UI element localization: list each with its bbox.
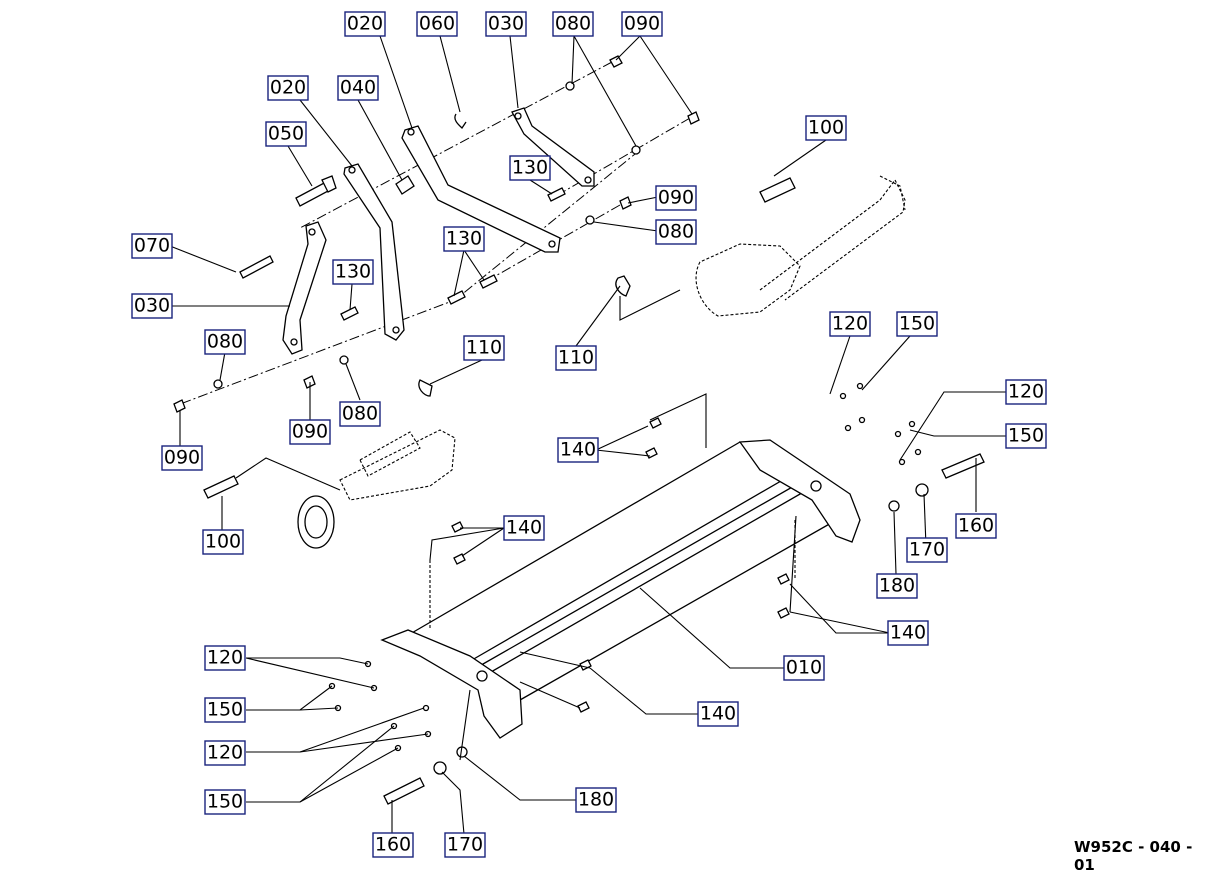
svg-text:150: 150 bbox=[899, 313, 935, 335]
callout-140-center: 140 bbox=[503, 515, 545, 541]
svg-text:100: 100 bbox=[205, 531, 241, 553]
svg-text:080: 080 bbox=[658, 221, 694, 243]
drawing-code: W952C - 040 - 01 bbox=[1074, 838, 1193, 874]
callout-150-top: 150 bbox=[896, 311, 938, 337]
svg-text:090: 090 bbox=[292, 421, 328, 443]
svg-text:080: 080 bbox=[207, 331, 243, 353]
callout-140-upper: 140 bbox=[557, 437, 599, 463]
svg-text:140: 140 bbox=[890, 622, 926, 644]
callout-150-lower-left: 150 bbox=[204, 697, 246, 723]
callout-030-left: 030 bbox=[131, 293, 173, 319]
callout-180-right: 180 bbox=[876, 573, 918, 599]
callout-130-center: 130 bbox=[443, 226, 485, 252]
svg-text:140: 140 bbox=[506, 517, 542, 539]
callout-060: 060 bbox=[416, 11, 458, 37]
svg-text:130: 130 bbox=[446, 228, 482, 250]
lift-arm-020-upper bbox=[401, 125, 561, 253]
callout-120-bottom-left: 120 bbox=[204, 740, 246, 766]
svg-text:070: 070 bbox=[134, 235, 170, 257]
callout-020-top: 020 bbox=[344, 11, 386, 37]
svg-text:180: 180 bbox=[578, 789, 614, 811]
svg-text:120: 120 bbox=[207, 647, 243, 669]
svg-text:120: 120 bbox=[1008, 381, 1044, 403]
callout-090-center: 090 bbox=[289, 419, 331, 445]
svg-text:090: 090 bbox=[624, 13, 660, 35]
svg-text:090: 090 bbox=[658, 187, 694, 209]
leader-lines bbox=[169, 35, 1006, 835]
svg-text:140: 140 bbox=[560, 439, 596, 461]
svg-text:080: 080 bbox=[342, 403, 378, 425]
svg-text:130: 130 bbox=[512, 157, 548, 179]
callout-020-left: 020 bbox=[267, 75, 309, 101]
callout-160-right: 160 bbox=[955, 513, 997, 539]
callout-130-left: 130 bbox=[332, 259, 374, 285]
link-030-upper bbox=[511, 107, 595, 187]
callout-110-center: 110 bbox=[555, 345, 597, 371]
callout-150-right: 150 bbox=[1005, 423, 1047, 449]
callout-130-upper: 130 bbox=[509, 155, 551, 181]
svg-text:040: 040 bbox=[340, 77, 376, 99]
callout-090-top: 090 bbox=[621, 11, 663, 37]
assembly-axis-lines bbox=[174, 61, 691, 407]
svg-text:110: 110 bbox=[466, 337, 502, 359]
svg-text:110: 110 bbox=[558, 347, 594, 369]
svg-text:140: 140 bbox=[700, 703, 736, 725]
svg-text:030: 030 bbox=[488, 13, 524, 35]
callout-040: 040 bbox=[337, 75, 379, 101]
hitch-bracket-right bbox=[615, 175, 906, 317]
main-frame-010 bbox=[380, 439, 861, 739]
callout-140-lower: 140 bbox=[697, 701, 739, 727]
svg-text:090: 090 bbox=[164, 447, 200, 469]
svg-text:170: 170 bbox=[909, 539, 945, 561]
hitch-bracket-left bbox=[203, 379, 456, 549]
callout-100-left: 100 bbox=[202, 529, 244, 555]
callout-080-top: 080 bbox=[552, 11, 594, 37]
svg-text:120: 120 bbox=[832, 313, 868, 335]
callout-080-mid: 080 bbox=[655, 219, 697, 245]
callout-120-top: 120 bbox=[829, 311, 871, 337]
callout-140-right: 140 bbox=[887, 620, 929, 646]
svg-text:020: 020 bbox=[347, 13, 383, 35]
pins-and-fasteners-lower bbox=[328, 382, 985, 805]
callout-120-lower-left: 120 bbox=[204, 645, 246, 671]
callout-170-right: 170 bbox=[906, 537, 948, 563]
svg-text:080: 080 bbox=[555, 13, 591, 35]
svg-text:100: 100 bbox=[808, 117, 844, 139]
link-030-left bbox=[282, 221, 327, 355]
svg-text:120: 120 bbox=[207, 742, 243, 764]
svg-text:030: 030 bbox=[134, 295, 170, 317]
callout-170-lower: 170 bbox=[444, 832, 486, 858]
svg-text:150: 150 bbox=[1008, 425, 1044, 447]
callout-080-left: 080 bbox=[204, 329, 246, 355]
callout-090-left: 090 bbox=[161, 445, 203, 471]
svg-text:150: 150 bbox=[207, 699, 243, 721]
svg-text:170: 170 bbox=[447, 834, 483, 856]
svg-text:180: 180 bbox=[879, 575, 915, 597]
svg-text:160: 160 bbox=[375, 834, 411, 856]
svg-text:130: 130 bbox=[335, 261, 371, 283]
callout-150-bottom-left: 150 bbox=[204, 789, 246, 815]
svg-text:060: 060 bbox=[419, 13, 455, 35]
callout-110-left: 110 bbox=[463, 335, 505, 361]
lift-arm-020-left bbox=[343, 163, 405, 341]
svg-text:020: 020 bbox=[270, 77, 306, 99]
callout-160-lower: 160 bbox=[372, 832, 414, 858]
pins-and-fasteners-upper bbox=[173, 55, 700, 413]
callout-180-lower: 180 bbox=[575, 787, 617, 813]
callout-100-right: 100 bbox=[805, 115, 847, 141]
callout-030-top: 030 bbox=[485, 11, 527, 37]
callout-080-center: 080 bbox=[339, 401, 381, 427]
svg-text:160: 160 bbox=[958, 515, 994, 537]
callout-010: 010 bbox=[783, 655, 825, 681]
callout-090-mid: 090 bbox=[655, 185, 697, 211]
callout-labels: 020 060 030 080 090 020 040 050 100 130 … bbox=[131, 11, 1047, 858]
svg-text:150: 150 bbox=[207, 791, 243, 813]
callout-070: 070 bbox=[131, 233, 173, 259]
svg-text:010: 010 bbox=[786, 657, 822, 679]
callout-050: 050 bbox=[265, 121, 307, 147]
svg-text:050: 050 bbox=[268, 123, 304, 145]
callout-120-right: 120 bbox=[1005, 379, 1047, 405]
